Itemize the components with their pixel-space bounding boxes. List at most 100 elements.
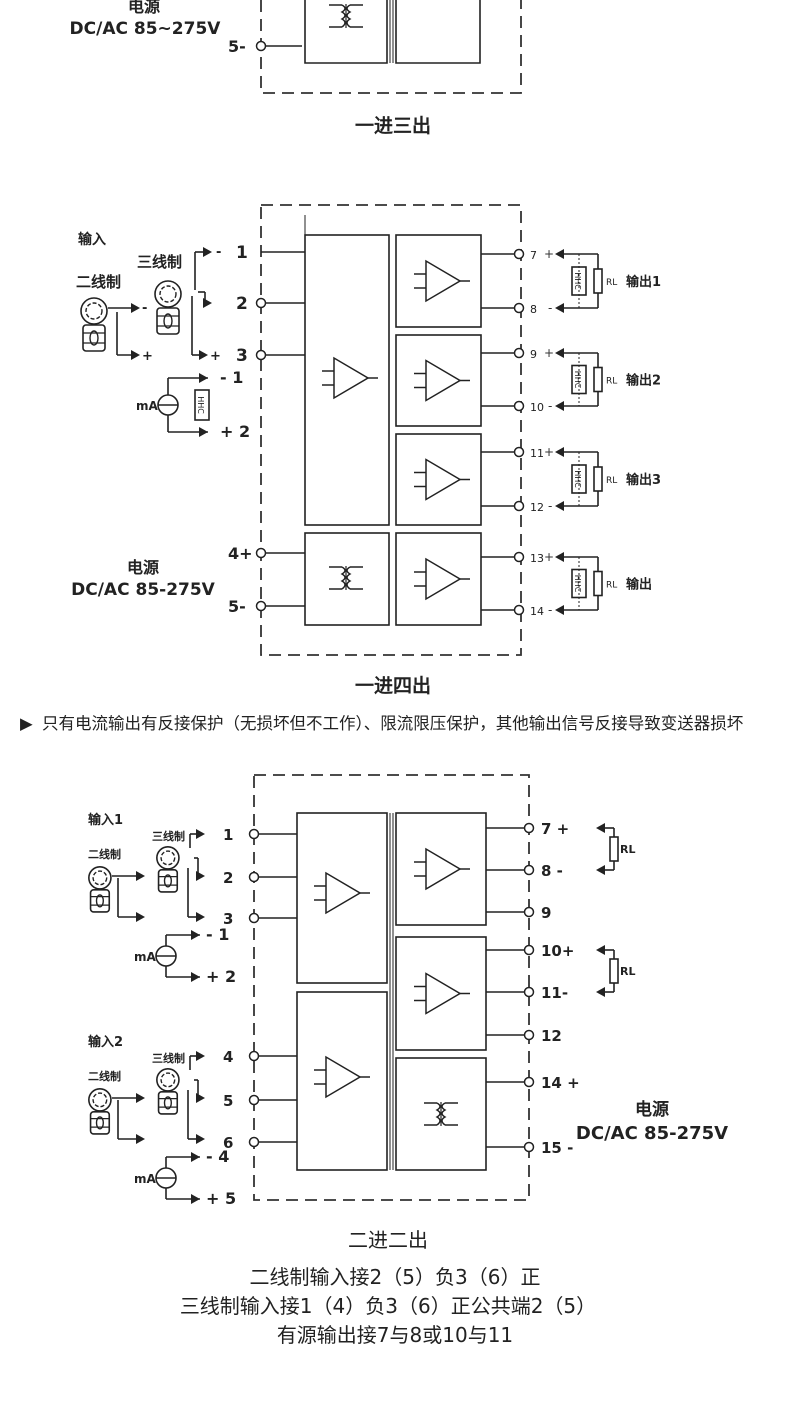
pin-plus: + xyxy=(544,550,554,564)
arrow-icon xyxy=(191,1152,200,1162)
amplifier-triangle xyxy=(425,847,462,891)
terminal-icon xyxy=(248,912,260,924)
terminal-label: 3 xyxy=(223,910,233,928)
arrow-icon xyxy=(555,249,564,259)
terminal-icon xyxy=(523,864,535,876)
amplifier-triangle xyxy=(325,1055,362,1099)
arrow-icon xyxy=(555,552,564,562)
pin-plus: + xyxy=(544,247,554,261)
input-label: 输入2 xyxy=(88,1034,123,1050)
hhc-meter-glyph: HHC xyxy=(573,470,582,488)
transmitter-window xyxy=(163,874,173,888)
arrow-icon xyxy=(196,1051,205,1061)
transmitter-icon xyxy=(88,1088,112,1135)
output-label: 输出1 xyxy=(626,274,661,290)
pin-label: + xyxy=(210,349,221,364)
terminal-icon xyxy=(248,1094,260,1106)
hhc-meter-icon xyxy=(571,568,587,599)
amplifier-icon xyxy=(414,458,470,501)
terminal-label: 14 + xyxy=(541,1074,580,1092)
terminal-label: + 2 xyxy=(206,967,236,986)
protection-note-text: 只有电流输出有反接保护（无损坏但不工作）、限流限压保护，其他输出信号反接导致变送… xyxy=(42,714,744,733)
transmitter-bands xyxy=(83,332,105,344)
output-block xyxy=(395,936,487,1051)
load-label: RL xyxy=(620,965,635,978)
arrow-icon xyxy=(555,605,564,615)
terminal-label: 7 xyxy=(530,249,537,262)
arrow-icon xyxy=(596,987,605,997)
three-wire-label: 三线制 xyxy=(137,253,182,271)
terminal-label: 9 xyxy=(541,904,551,922)
amplifier-triangle xyxy=(425,972,462,1015)
amplifier-icon xyxy=(314,871,370,915)
transmitter-window xyxy=(163,1096,173,1110)
diagram-title: 一进四出 xyxy=(355,674,431,697)
transmitter-icon xyxy=(80,297,108,352)
arrow-icon xyxy=(199,350,208,360)
transmitter-dial xyxy=(85,302,103,320)
terminal-label: 8 xyxy=(530,303,537,316)
terminal-label: 14 xyxy=(530,605,544,618)
pin-minus: - xyxy=(548,301,552,315)
terminal-icon xyxy=(513,248,525,260)
power-spec: DC/AC 85~275V xyxy=(70,19,222,39)
transformer-coils xyxy=(435,1102,447,1126)
load-resistor-icon xyxy=(593,366,603,393)
terminal-icon xyxy=(255,40,267,52)
arrow-icon xyxy=(136,912,145,922)
protection-note: ▶只有电流输出有反接保护（无损坏但不工作）、限流限压保护，其他输出信号反接导致变… xyxy=(20,712,770,736)
amplifier-triangle xyxy=(425,359,462,402)
ma-label: mA xyxy=(134,1172,157,1186)
load-resistor-icon xyxy=(593,466,603,492)
transformer-lines xyxy=(424,1102,458,1126)
output-block xyxy=(395,234,482,328)
power-label: 电源 xyxy=(635,1099,669,1120)
arrow-icon xyxy=(596,945,605,955)
input-label: 输入 xyxy=(78,231,106,248)
pin-label: - xyxy=(216,245,221,260)
power-block xyxy=(304,0,388,64)
arrow-icon xyxy=(555,401,564,411)
output-block xyxy=(395,334,482,427)
hhc-meter-icon xyxy=(571,266,587,296)
power-spec: DC/AC 85-275V xyxy=(71,580,216,600)
terminal-icon xyxy=(523,1029,535,1041)
load-label: RL xyxy=(606,581,617,591)
ma-label: mA xyxy=(136,399,159,413)
three-wire-label: 三线制 xyxy=(152,1051,185,1065)
arrow-icon xyxy=(596,865,605,875)
output-block xyxy=(395,0,481,64)
terminal-icon xyxy=(248,1136,260,1148)
diagram-title: 一进三出 xyxy=(355,114,431,137)
pin-plus: + xyxy=(544,346,554,360)
terminal-label: 9 xyxy=(530,348,537,361)
arrow-icon xyxy=(555,501,564,511)
terminal-label: 13 xyxy=(530,552,544,565)
terminal-label: 2 xyxy=(223,869,233,887)
transmitter-body xyxy=(156,307,180,335)
terminal-label: - 1 xyxy=(220,368,243,387)
hhc-meter-icon xyxy=(571,364,587,395)
transformer-lines xyxy=(329,566,363,590)
pin-minus: - xyxy=(548,499,552,513)
amplifier-triangle xyxy=(325,871,362,915)
transmitter-window xyxy=(95,894,105,908)
input-block-2 xyxy=(296,991,388,1171)
pin-plus: + xyxy=(544,445,554,459)
terminal-icon xyxy=(513,400,525,412)
pin-minus: - xyxy=(548,603,552,617)
terminal-icon xyxy=(523,906,535,918)
terminal-label: 10+ xyxy=(541,942,574,960)
transmitter-icon xyxy=(156,846,180,893)
terminal-label: 8 - xyxy=(541,862,563,880)
arrow-icon xyxy=(203,247,212,257)
load-resistor-icon xyxy=(609,958,619,984)
transmitter-body xyxy=(89,888,111,913)
load-label: RL xyxy=(606,278,617,288)
power-spec: DC/AC 85-275V xyxy=(576,1123,728,1144)
transmitter-bands xyxy=(158,1098,178,1108)
transmitter-icon xyxy=(156,1068,180,1115)
load-label: RL xyxy=(606,476,617,486)
input-label: 输入1 xyxy=(88,812,123,828)
amplifier-icon xyxy=(414,259,470,303)
